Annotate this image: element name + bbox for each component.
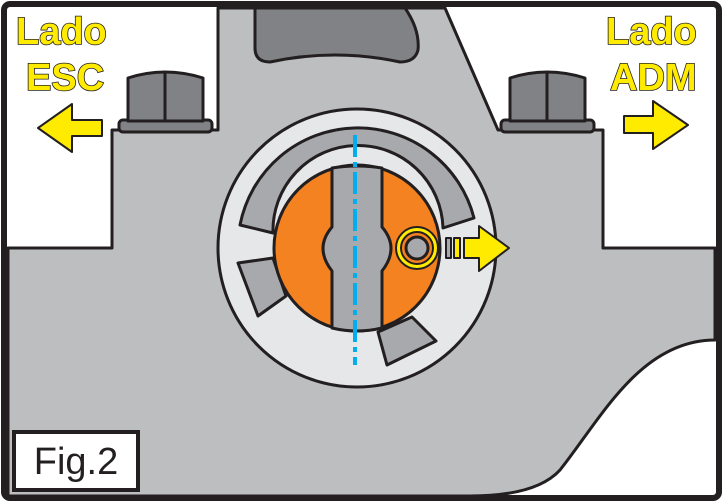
upper-arc-segment bbox=[238, 126, 476, 235]
left-side-label-line1: Lado bbox=[15, 11, 107, 53]
left-lower-segment bbox=[236, 256, 288, 318]
left-side-label-line2: ESC bbox=[25, 57, 105, 99]
left-arrow-icon bbox=[37, 103, 103, 153]
left-bolt bbox=[117, 70, 214, 134]
right-arrow-icon bbox=[623, 100, 689, 150]
right-bolt bbox=[499, 70, 596, 134]
right-lower-segment bbox=[376, 315, 438, 367]
direction-arrow-right bbox=[445, 225, 510, 272]
top-slot bbox=[253, 6, 420, 64]
right-side-label-line2: ADM bbox=[609, 57, 697, 99]
right-side-label-line1: Lado bbox=[605, 11, 697, 53]
figure-label: Fig.2 bbox=[12, 430, 140, 492]
